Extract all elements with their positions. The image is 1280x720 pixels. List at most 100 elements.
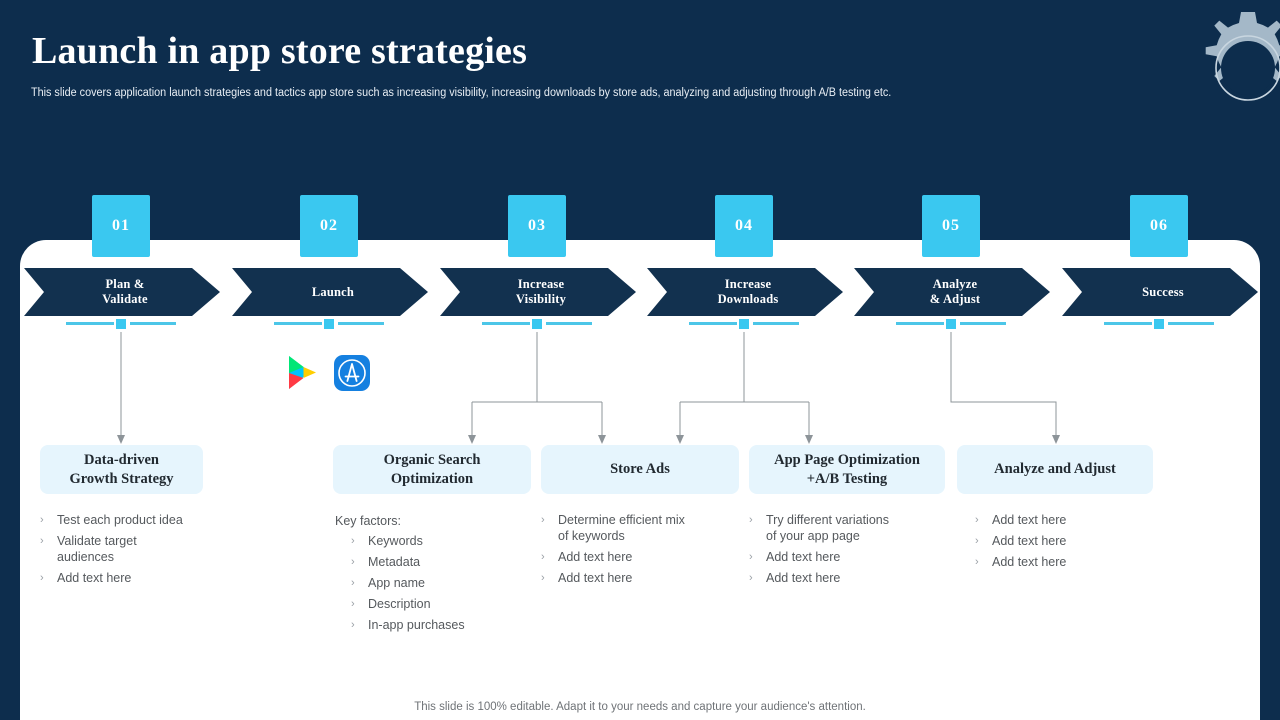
process-step-06[interactable]: Success (1062, 268, 1258, 316)
underbar-node (739, 319, 749, 329)
underbar-right (1168, 322, 1214, 325)
chevron-right-icon: › (975, 556, 979, 568)
arrowhead (468, 435, 476, 444)
list-item-text: Determine efficient mix of keywords (558, 513, 685, 543)
card-title-line1: Organic Search (383, 451, 481, 468)
card-title: App Page Optimization +A/B Testing (774, 451, 920, 489)
underbar-node (1154, 319, 1164, 329)
step-label-line1: Analyze (932, 277, 978, 291)
list-item: › Test each product idea (40, 512, 215, 528)
app-store-icon[interactable] (332, 352, 372, 394)
process-step-02[interactable]: Launch (232, 268, 428, 316)
underbar-left (896, 322, 944, 325)
card-body: › Add text here › Add text here › Add te… (957, 512, 1153, 570)
underbar-node (116, 319, 126, 329)
arrowhead (1052, 435, 1060, 444)
step-number-box-04[interactable]: 04 (715, 195, 773, 257)
step-underbar-06 (1104, 319, 1214, 329)
connector-lines (117, 332, 1060, 444)
card-body: › Determine efficient mix of keywords › … (541, 512, 741, 586)
step-underbar-05 (896, 319, 1006, 329)
step-number-box-06[interactable]: 06 (1130, 195, 1188, 257)
step-label-line2: Validate (102, 292, 148, 306)
list-item-text: Add text here (992, 534, 1067, 548)
card-body: Key factors: › Keywords › Metadata › App… (333, 512, 543, 633)
page-subtitle: This slide covers application launch str… (31, 87, 892, 99)
chevron-right-icon: › (541, 572, 545, 584)
step-number-box-02[interactable]: 02 (300, 195, 358, 257)
card-body: › Try different variations of your app p… (749, 512, 945, 586)
process-step-label-03: Increase Visibility (510, 277, 566, 307)
list-item-text: Add text here (558, 550, 633, 564)
card-organic-search-optimization: Organic Search Optimization Key factors:… (333, 445, 531, 638)
step-number-01: 01 (112, 217, 130, 234)
connector-05 (950, 332, 1057, 438)
card-header: App Page Optimization +A/B Testing (749, 445, 945, 494)
step-underbar-01 (66, 319, 176, 329)
process-step-label-04: Increase Downloads (712, 277, 779, 307)
chevron-right-icon: › (541, 514, 545, 526)
step-number-05: 05 (942, 217, 960, 234)
step-underbar-02 (274, 319, 384, 329)
list-item-text: Test each product idea (57, 513, 183, 527)
chevron-right-icon: › (541, 551, 545, 563)
list-item: › Add text here (541, 549, 741, 565)
underbar-node (532, 319, 542, 329)
underbar-right (960, 322, 1006, 325)
arrowhead (117, 435, 125, 444)
list-item-text: Add text here (558, 571, 633, 585)
card-title-line1: Analyze and Adjust (994, 461, 1116, 477)
card-analyze-and-adjust: Analyze and Adjust › Add text here › Add… (957, 445, 1153, 575)
process-step-label-02: Launch (306, 285, 354, 300)
list-item: › Add text here (749, 570, 945, 586)
underbar-node (324, 319, 334, 329)
process-step-01[interactable]: Plan & Validate (24, 268, 220, 316)
process-flow: 01 Plan & Validate 02 Launch 03 Increase… (0, 195, 1280, 345)
underbar-right (130, 322, 176, 325)
underbar-node (946, 319, 956, 329)
chevron-right-icon: › (749, 572, 753, 584)
chevron-right-icon: › (351, 577, 355, 589)
footer-note: This slide is 100% editable. Adapt it to… (414, 701, 866, 713)
list-item: › App name (333, 575, 543, 591)
step-number-box-01[interactable]: 01 (92, 195, 150, 257)
step-underbar-04 (689, 319, 799, 329)
underbar-right (753, 322, 799, 325)
gear-icon (1205, 12, 1280, 101)
step-number-box-05[interactable]: 05 (922, 195, 980, 257)
step-number-06: 06 (1150, 217, 1168, 234)
list-item: › Metadata (333, 554, 543, 570)
process-step-04[interactable]: Increase Downloads (647, 268, 843, 316)
chevron-right-icon: › (351, 556, 355, 568)
underbar-left (482, 322, 530, 325)
list-item-text: Add text here (57, 571, 132, 585)
arrowhead (598, 435, 606, 444)
step-underbar-03 (482, 319, 592, 329)
list-item: › Add text here (975, 512, 1153, 528)
card-app-page-optimization: App Page Optimization +A/B Testing › Try… (749, 445, 945, 591)
arrowhead (676, 435, 684, 444)
list-item: › Determine efficient mix of keywords (541, 512, 741, 544)
list-item-text: Add text here (992, 513, 1067, 527)
step-label-line1: Launch (311, 284, 355, 299)
step-number-04: 04 (735, 217, 753, 234)
list-item-text: Keywords (368, 534, 423, 548)
card-title-line1: Data-driven (84, 451, 159, 468)
card-title-line2: +A/B Testing (806, 470, 888, 487)
google-play-icon[interactable] (283, 352, 323, 394)
list-item: › Add text here (749, 549, 945, 565)
process-step-label-05: Analyze & Adjust (924, 277, 981, 307)
list-item: › Add text here (541, 570, 741, 586)
step-number-box-03[interactable]: 03 (508, 195, 566, 257)
underbar-left (689, 322, 737, 325)
card-title: Store Ads (610, 460, 670, 479)
process-step-05[interactable]: Analyze & Adjust (854, 268, 1050, 316)
card-title: Analyze and Adjust (994, 460, 1116, 479)
card-header: Store Ads (541, 445, 739, 494)
card-title: Organic Search Optimization (384, 451, 481, 489)
chevron-right-icon: › (975, 535, 979, 547)
step-label-line2: Downloads (717, 292, 779, 306)
slide-header: Launch in app store strategies This slid… (0, 0, 1280, 130)
list-item-text: Metadata (368, 555, 421, 569)
process-step-03[interactable]: Increase Visibility (440, 268, 636, 316)
